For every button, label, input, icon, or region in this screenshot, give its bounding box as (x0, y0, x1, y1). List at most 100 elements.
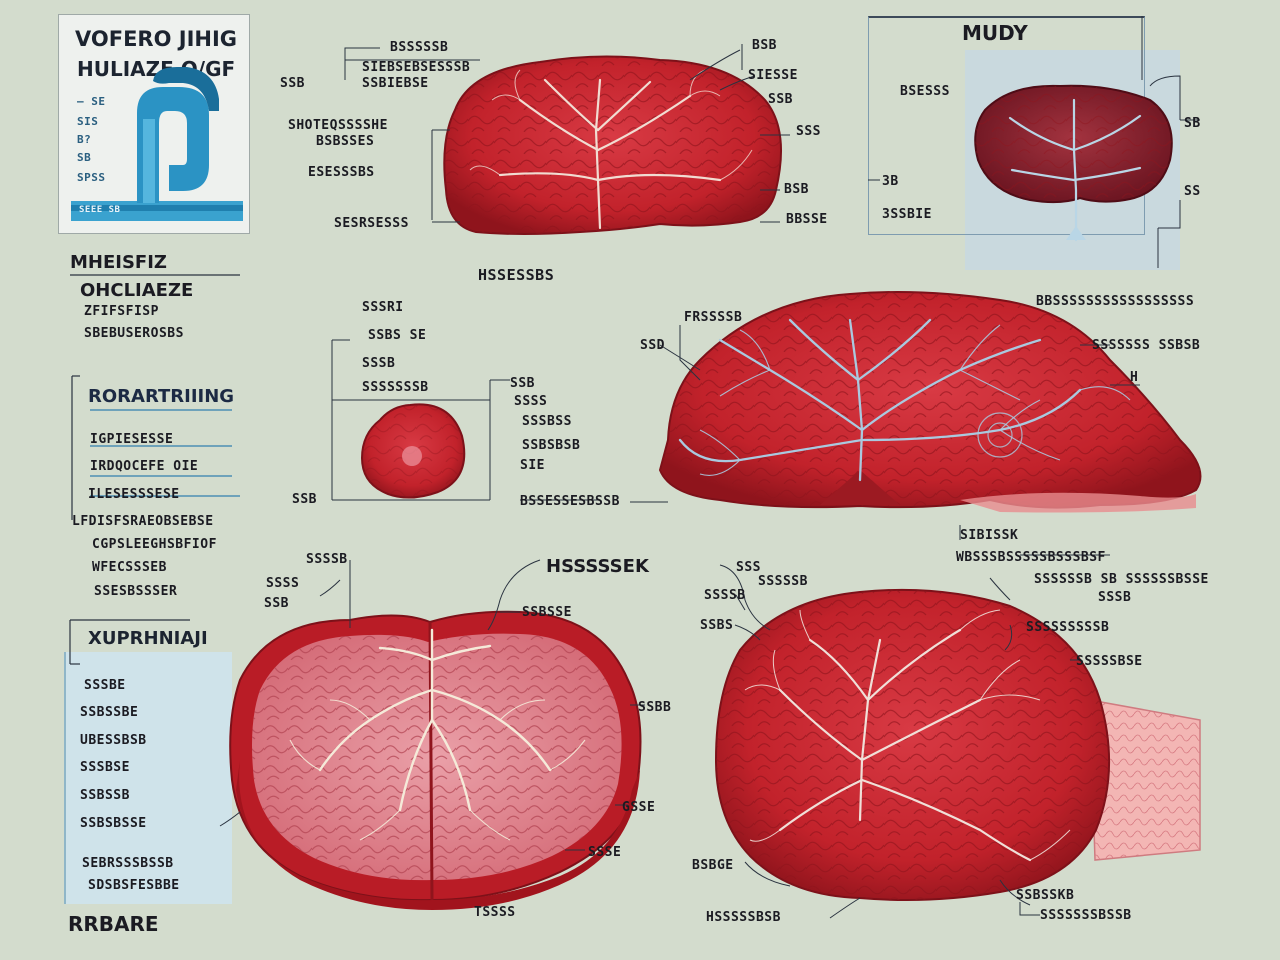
br-label-3: SSSSB (704, 588, 746, 603)
left-card-line-4: SSSBSE (80, 760, 130, 775)
left-card-line-2: SSBSSBE (80, 705, 139, 720)
tc-label-r4: SSS (796, 124, 821, 139)
tc-label-l7: ESESSSBS (308, 165, 375, 180)
organ-bottom-left (229, 610, 642, 910)
left-box-b-line-3: ILESESSSESE (88, 487, 180, 502)
tc-caption: HSSESSBS (478, 266, 555, 284)
organ-middle-right (658, 291, 1202, 513)
poster-graphic (71, 67, 243, 221)
br-label-5: SIBISSK (960, 528, 1019, 543)
panel-label-2: SB (1184, 116, 1201, 131)
panel-label-1: BSESSS (900, 84, 950, 99)
mr-label-3: BBSSSSSSSSSSSSSSSSS (1036, 294, 1195, 309)
mr-label-1: FRSSSSB (684, 310, 743, 325)
panel-label-3: 3B (882, 174, 899, 189)
organ-bottom-right (714, 588, 1201, 901)
bl-label-5: SSBSSE (522, 605, 572, 620)
tc-label-r2: SIESSE (748, 68, 798, 83)
tc-label-r3: SSB (768, 92, 793, 107)
ml-label-6: SSSS (514, 394, 548, 409)
poster-item-1: — SE (77, 95, 106, 108)
poster-item-3: B? (77, 133, 92, 146)
bl-label-2: SSSS (266, 576, 300, 591)
left-card-line-1: SSSBE (84, 678, 126, 693)
panel-label-4: SS (1184, 184, 1201, 199)
left-card-title: XUPRHNIAJI (88, 628, 208, 649)
organ-top-right (974, 84, 1173, 242)
tc-label-l4: SSB (280, 76, 305, 91)
br-label-8: SSSB (1098, 590, 1132, 605)
bl-label-3: SSB (264, 596, 289, 611)
left-card (64, 652, 232, 904)
ml-label-10: BSSESSESBSSB (520, 494, 620, 509)
left-column-rules (69, 274, 240, 665)
left-box-b-line-2: IRDQOCEFE OIE (90, 459, 199, 474)
br-label-9: SSSSSSSSSB (1026, 620, 1110, 635)
br-label-13: SSBSSKB (1016, 888, 1075, 903)
br-label-10: SSSSSBSE (1076, 654, 1143, 669)
poster-item-4: SB (77, 151, 92, 164)
br-label-1: SSS (736, 560, 761, 575)
left-card-line-7: SEBRSSSBSSB (82, 856, 174, 871)
left-box-rules (90, 409, 240, 497)
bl-label-9: TSSSS (474, 905, 516, 920)
br-label-14: SSSSSSSBSSB (1040, 908, 1132, 923)
br-label-11: BSBGE (692, 858, 734, 873)
bl-label-1: SSSSB (306, 552, 348, 567)
bl-label-8: SSSE (588, 845, 622, 860)
tc-label-l5: SHOTEQSSSSHE (288, 118, 388, 133)
left-sub-a-1: OHCLIAEZE (80, 280, 194, 301)
br-label-7: SSSSSSB SB SSSSSSBSSE (1034, 572, 1209, 587)
poster: VOFERO JIHIG HULIAZE Q/GF — SE SIS B? SB… (58, 14, 250, 234)
bl-label-4: HSSSSSEK (546, 556, 649, 577)
br-label-2: SSSSSB (758, 574, 808, 589)
tc-label-l1: BSSSSSB (390, 40, 449, 55)
poster-title-line1: VOFERO JIHIG (75, 27, 238, 51)
tc-label-l8: SESRSESSS (334, 216, 409, 231)
organ-middle-left (360, 403, 466, 499)
ml-label-11: SSB (292, 492, 317, 507)
br-label-6: WBSSSBSSSSSBSSSBSF (956, 550, 1106, 565)
ml-label-7: SSSBSS (522, 414, 572, 429)
left-sub-a-2: ZFIFSFISP (84, 304, 159, 319)
leader-lines (219, 16, 1200, 919)
mr-label-5: H (1130, 370, 1139, 385)
tc-label-r5: BSB (784, 182, 809, 197)
left-sub-a-3: SBEBUSEROSBS (84, 326, 184, 341)
ml-label-4: SSSSSSSB (362, 380, 429, 395)
left-line-1: LFDISFSRAEOBSEBSE (72, 514, 214, 529)
mr-label-4: SSSSSSS SSBSB (1092, 338, 1201, 353)
tc-label-r1: BSB (752, 38, 777, 53)
tc-label-l6: BSBSSES (316, 134, 375, 149)
tc-label-l3: SSBIEBSE (362, 76, 429, 91)
bl-label-7: GSSE (622, 800, 656, 815)
panel-label-5: 3SSBIE (882, 207, 932, 222)
left-line-3: WFECSSSEB (92, 560, 167, 575)
left-footer: RRBARE (68, 912, 159, 936)
left-card-line-6: SSBSBSSE (80, 816, 147, 831)
br-label-12: HSSSSSBSB (706, 910, 781, 925)
ml-label-3: SSSB (362, 356, 396, 371)
left-box-b-title: RORARTRIIING (88, 386, 235, 407)
br-label-4: SSBS (700, 618, 734, 633)
ml-label-9: SIE (520, 458, 545, 473)
tc-label-r6: BBSSE (786, 212, 828, 227)
organ-top-center (443, 55, 782, 235)
ml-label-8: SSBSBSB (522, 438, 581, 453)
left-card-line-3: UBESSBSB (80, 733, 147, 748)
left-card-line-8: SDSBSFESBBE (88, 878, 180, 893)
poster-footer: SEEE SB (79, 205, 121, 215)
panel-title: MUDY (962, 21, 1028, 45)
ml-label-2: SSBS SE (368, 328, 427, 343)
left-line-2: CGPSLEEGHSBFIOF (92, 537, 217, 552)
poster-item-2: SIS (77, 115, 99, 128)
left-heading-a: MHEISFIZ (70, 252, 167, 273)
left-line-4: SSESBSSSER (94, 584, 178, 599)
ml-label-5: SSB (510, 376, 535, 391)
mr-label-2: SSD (640, 338, 665, 353)
ml-label-1: SSSRI (362, 300, 404, 315)
bl-label-6: SSBB (638, 700, 672, 715)
left-card-line-5: SSBSSB (80, 788, 130, 803)
poster-item-5: SPSS (77, 171, 106, 184)
